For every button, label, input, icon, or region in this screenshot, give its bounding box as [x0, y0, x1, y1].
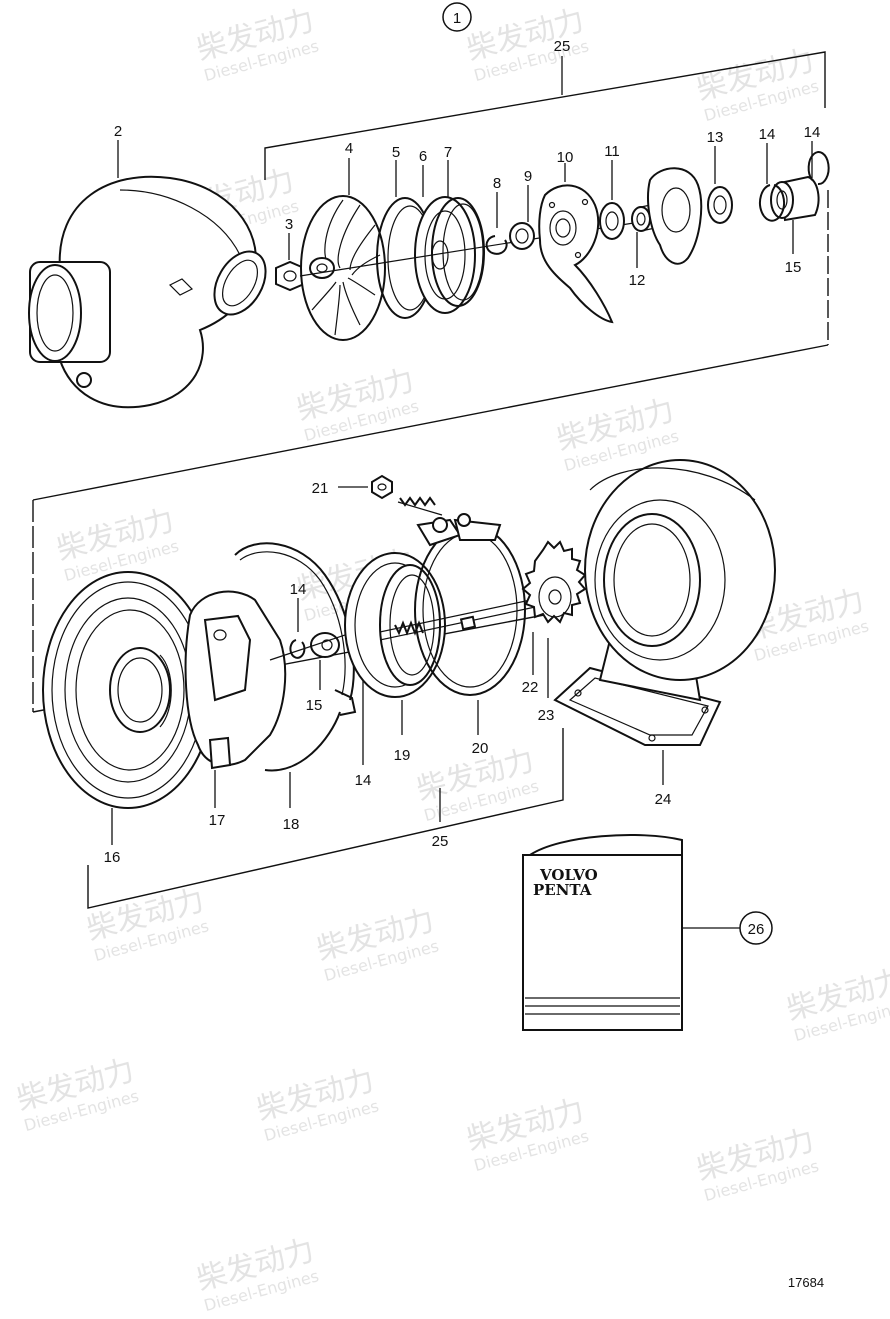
watermark-18: 柴发动力 Diesel-Engines [693, 1123, 821, 1205]
watermark-1: 柴发动力 Diesel-Engines [193, 3, 321, 85]
watermark-5: 柴发动力 Diesel-Engines [293, 363, 421, 445]
callout-25-bottom: 25 [432, 833, 449, 850]
callout-26-badge: 26 [739, 911, 773, 945]
watermark-12: 柴发动力 Diesel-Engines [313, 903, 441, 985]
drawing-number: 17684 [788, 1275, 824, 1290]
watermark-16: 柴发动力 Diesel-Engines [253, 1063, 381, 1145]
compressor-housing-part-2 [28, 175, 267, 409]
watermark-14: 柴发动力 Diesel-Engines [783, 963, 890, 1045]
callout-11: 11 [604, 143, 620, 160]
callout-9: 9 [524, 168, 532, 185]
thrust-plate-part-13 [647, 167, 733, 265]
service-manual-part-26: VOLVO PENTA [521, 834, 683, 1031]
insert-part-6 [414, 196, 476, 314]
compressor-wheel-part-4 [300, 195, 386, 341]
circlip-part-14-right [807, 151, 830, 186]
assembly-reference: 1 [442, 2, 472, 32]
callout-24: 24 [655, 791, 672, 808]
washer-part-11 [599, 202, 625, 240]
callout-6: 6 [419, 148, 427, 165]
oil-deflector-part-10 [538, 184, 614, 324]
nut-part-3 [275, 260, 305, 292]
callout-2: 2 [114, 123, 122, 140]
nut-part-21 [371, 474, 443, 516]
circlip-part-14-left [759, 184, 785, 222]
callout-26: 26 [748, 921, 765, 938]
bushing-part-15-top [770, 175, 820, 222]
bushing-part-15-lower [269, 629, 361, 661]
callout-14d: 14 [355, 772, 372, 789]
manual-cover-line1: VOLVO [539, 866, 598, 884]
callout-4: 4 [345, 140, 353, 157]
callout-18: 18 [283, 816, 300, 833]
callout-13: 13 [707, 129, 724, 146]
circlip-part-8 [485, 235, 508, 255]
bracket-25-top: 25 [264, 38, 826, 180]
callout-3: 3 [285, 216, 293, 233]
callout-15b: 15 [306, 697, 323, 714]
shaft-part-20 [379, 597, 541, 641]
watermark-2: 柴发动力 Diesel-Engines [463, 3, 591, 85]
callout-10: 10 [557, 149, 574, 166]
callout-21: 21 [312, 480, 329, 497]
v-band-clamp-part-20 [414, 513, 526, 696]
callout-5: 5 [392, 144, 400, 161]
watermark-17: 柴发动力 Diesel-Engines [463, 1093, 591, 1175]
watermark-19: 柴发动力 Diesel-Engines [193, 1233, 321, 1315]
assembly-reference-number: 1 [453, 10, 461, 27]
callout-14b: 14 [804, 124, 821, 141]
callout-16: 16 [104, 849, 121, 866]
callout-22: 22 [522, 679, 539, 696]
callout-17: 17 [209, 812, 226, 829]
bracket-25-bottom: 25 [87, 728, 564, 909]
turbine-housing-part-24 [553, 459, 776, 746]
ring-part-7 [431, 197, 485, 307]
watermark-15: 柴发动力 Diesel-Engines [13, 1053, 141, 1135]
turbine-wheel-part-22 [521, 540, 587, 624]
callout-20: 20 [472, 740, 489, 757]
manual-cover-line2: PENTA [533, 881, 592, 899]
callout-12: 12 [629, 272, 646, 289]
center-housing-part-17 [184, 590, 287, 770]
sleeve-part-9 [509, 222, 535, 250]
callout-14c: 14 [290, 581, 307, 598]
callout-23: 23 [538, 707, 555, 724]
callout-14a: 14 [759, 126, 776, 143]
watermark-11: 柴发动力 Diesel-Engines [83, 883, 211, 965]
callout-8: 8 [493, 175, 501, 192]
callout-19: 19 [394, 747, 411, 764]
callout-7: 7 [444, 144, 452, 161]
callout-15a: 15 [785, 259, 802, 276]
circlip-part-14-lower-left [289, 639, 306, 659]
callout-25-top: 25 [554, 38, 571, 55]
heat-shield-part-16 [42, 571, 214, 809]
